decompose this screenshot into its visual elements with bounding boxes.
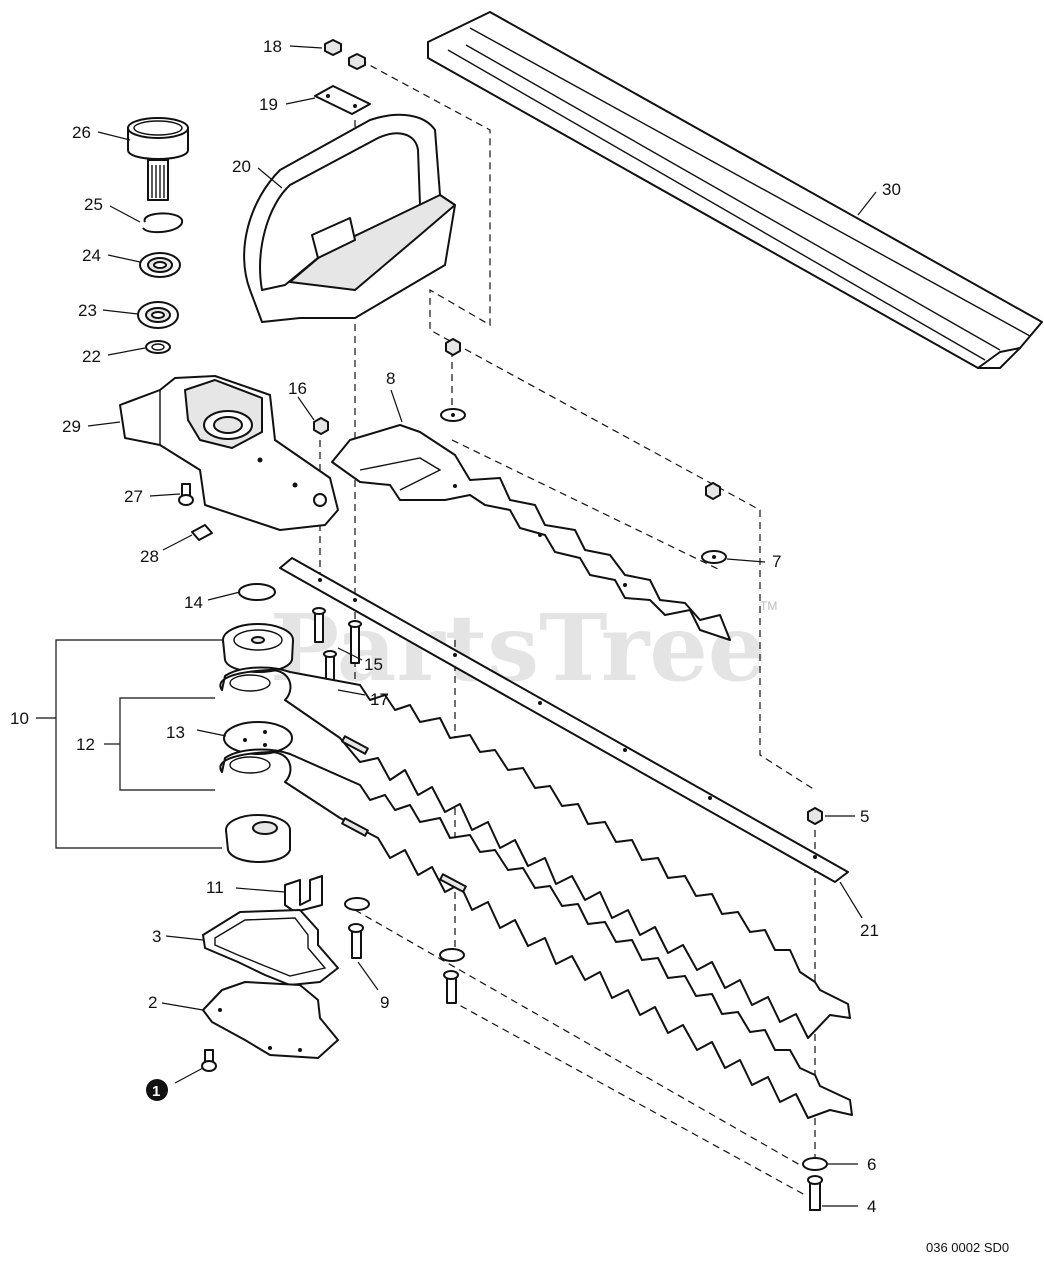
callout-27: 27 [124, 487, 143, 506]
callout-24: 24 [82, 246, 101, 265]
callout-8: 8 [386, 369, 395, 388]
callout-5: 5 [860, 807, 869, 826]
part-21-support-bar [279, 557, 849, 883]
part-11-clip [284, 875, 323, 913]
part-6-washer [802, 1157, 828, 1171]
part-15-bolts [312, 607, 362, 664]
part-25-snap-ring [142, 212, 183, 234]
part-10-crank-gear-top [222, 623, 294, 673]
callout-16: 16 [288, 379, 307, 398]
callout-9: 9 [380, 993, 389, 1012]
callout-20: 20 [232, 157, 251, 176]
watermark-tm: TM [760, 599, 777, 613]
part-27-screw [178, 483, 194, 506]
part-12-upper-blade [219, 666, 851, 1039]
callout-17: 17 [370, 690, 389, 709]
part-9-washer-bolt [344, 897, 370, 959]
part-30-blade-cover [427, 11, 1043, 369]
callout-labels: 18 19 20 26 25 24 23 22 29 27 28 16 8 30… [10, 37, 901, 1216]
callout-1-circle [146, 1079, 168, 1101]
part-16-nut [313, 417, 329, 435]
callout-23: 23 [78, 301, 97, 320]
callout-28: 28 [140, 547, 159, 566]
callout-22: 22 [82, 347, 101, 366]
part-19-plate [314, 85, 371, 115]
part-4-bolt [807, 1175, 823, 1211]
part-10-crank-gear-bottom [225, 814, 291, 863]
callout-19: 19 [259, 95, 278, 114]
callout-7: 7 [772, 552, 781, 571]
part-8-blade-guard [331, 424, 731, 641]
part-26-gear-knob [127, 117, 189, 201]
part-24-bearing [139, 252, 181, 278]
part-23-bearing [137, 301, 179, 329]
callout-12: 12 [76, 735, 95, 754]
callout-6: 6 [867, 1155, 876, 1174]
callout-14: 14 [184, 593, 203, 612]
callout-3: 3 [152, 927, 161, 946]
part-20-front-handle [243, 113, 456, 323]
part-22-washer [145, 340, 171, 354]
part-3-gasket [202, 909, 339, 986]
callout-26: 26 [72, 123, 91, 142]
part-5-nut [807, 807, 823, 825]
callout-15: 15 [364, 655, 383, 674]
callout-4: 4 [867, 1197, 876, 1216]
callout-1: 1 [152, 1083, 160, 1100]
callout-25: 25 [84, 195, 103, 214]
callout-18: 18 [263, 37, 282, 56]
part-1-screw [201, 1049, 217, 1072]
leader-lines [36, 45, 877, 1207]
part-29-gear-case [119, 375, 339, 531]
part-14-washer [238, 583, 276, 601]
part-7-nut-washer [701, 482, 727, 564]
part-washer-bolt-mid [439, 948, 465, 1004]
part-12-lower-blade [219, 748, 853, 1119]
callout-29: 29 [62, 417, 81, 436]
part-2-cover-plate [202, 981, 339, 1059]
part-18-nuts [324, 39, 366, 70]
callout-21: 21 [860, 921, 879, 940]
part-28-grease-nipple [191, 524, 213, 541]
callout-10: 10 [10, 709, 29, 728]
callout-11: 11 [206, 878, 224, 897]
part-nut-top [440, 338, 466, 422]
part-13-plate [223, 721, 293, 755]
callout-2: 2 [148, 993, 157, 1012]
callout-13: 13 [166, 723, 185, 742]
drawing-reference: 036 0002 SD0 [926, 1240, 1009, 1255]
callout-30: 30 [882, 180, 901, 199]
